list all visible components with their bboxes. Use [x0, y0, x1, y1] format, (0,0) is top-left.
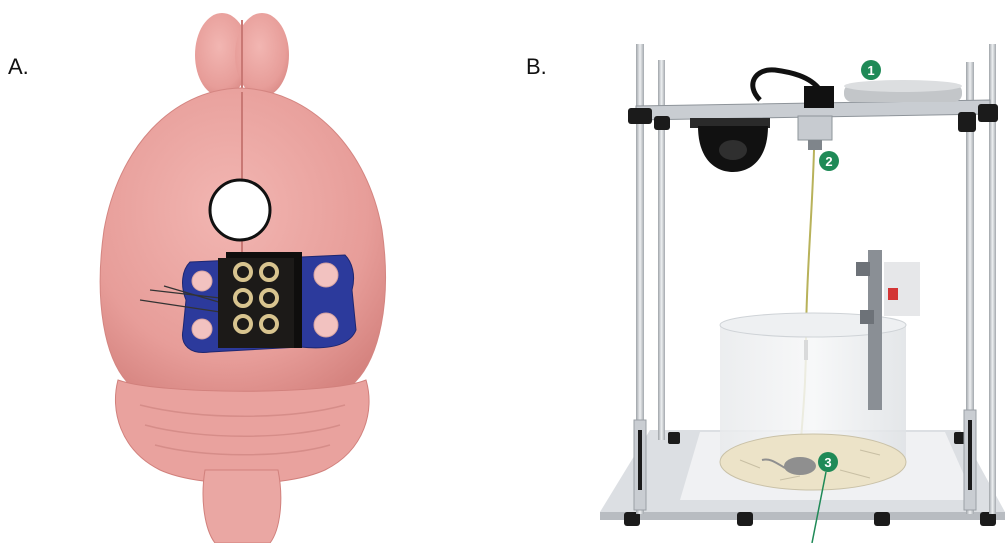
panel-b-rig-illustration: 1 2 3 — [600, 44, 1005, 543]
badge-3-text: 3 — [824, 455, 831, 470]
badge-2-text: 2 — [825, 154, 832, 169]
badge-1-text: 1 — [867, 63, 874, 78]
overhead-camera — [690, 118, 770, 172]
olfactory-bulbs — [195, 13, 289, 97]
brainstem — [203, 470, 281, 543]
badge-2: 2 — [819, 151, 839, 171]
wireless-hub — [844, 80, 962, 102]
badge-1: 1 — [861, 60, 881, 80]
panel-a-brain-illustration — [100, 13, 385, 543]
craniotomy-hole — [210, 180, 270, 240]
cerebellum — [115, 380, 369, 484]
connector-block — [218, 252, 302, 348]
